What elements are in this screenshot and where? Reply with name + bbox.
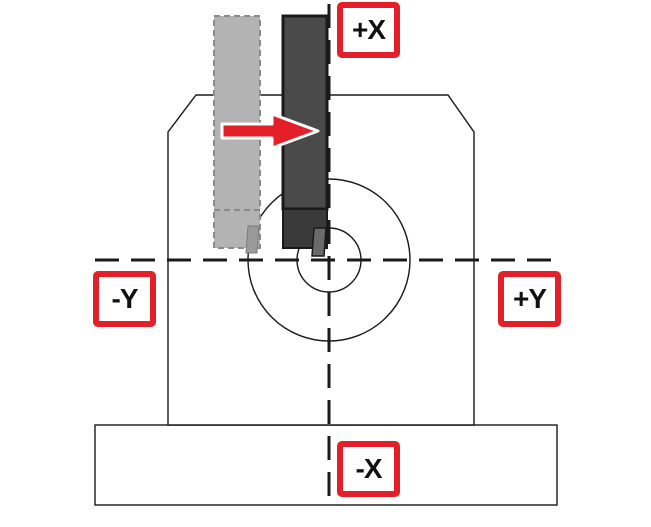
boring-tool <box>281 14 329 257</box>
plus-x-label: +X <box>343 8 394 52</box>
base-plate <box>94 424 558 506</box>
minus-x-badge: -X <box>337 441 400 497</box>
minus-y-label: -Y <box>99 277 150 321</box>
right-arrow-icon <box>220 112 320 150</box>
ghost-tool <box>213 15 261 254</box>
plus-y-label: +Y <box>504 277 555 321</box>
minus-x-label: -X <box>343 447 394 491</box>
plus-x-badge: +X <box>337 2 400 58</box>
minus-y-badge: -Y <box>93 271 156 327</box>
plus-y-badge: +Y <box>498 271 561 327</box>
